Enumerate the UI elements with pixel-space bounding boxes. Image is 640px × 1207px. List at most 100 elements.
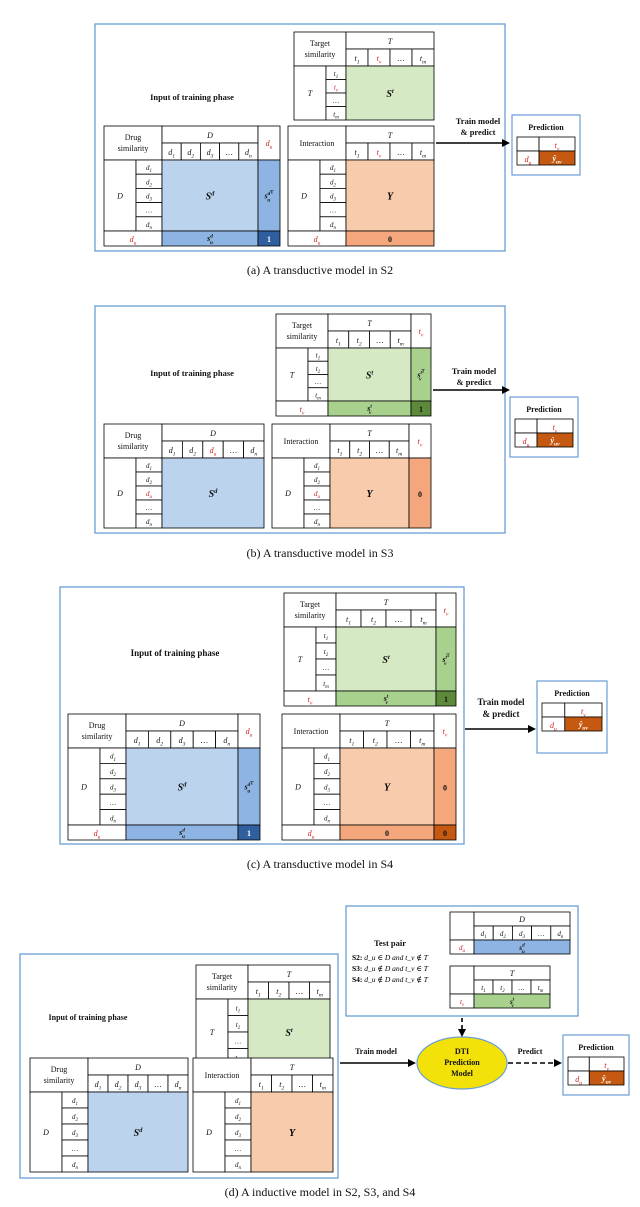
- test-t-col-3: tm: [538, 984, 544, 994]
- interaction-row-3: …: [314, 504, 320, 512]
- drug-col-0: d1: [169, 446, 176, 457]
- test-to-model-arrow-head: [458, 1029, 466, 1037]
- vector-main: s: [416, 371, 420, 380]
- symbol-main: t: [236, 1021, 239, 1029]
- vector-sub: u: [182, 834, 185, 840]
- symbol-sub: n: [179, 1085, 182, 1091]
- symbol-main: d: [110, 814, 114, 822]
- drug-similarity-header: [67, 713, 127, 749]
- test-du-corner: [449, 911, 475, 941]
- prediction-yuv-cell: [538, 150, 576, 166]
- test-d-col-2: d3: [519, 930, 526, 940]
- target-col-2: …: [376, 336, 383, 345]
- drug-row-4: dn: [110, 814, 117, 824]
- drug-matrix-Sd: Sd: [209, 488, 219, 500]
- symbol-sub: 1: [239, 1102, 241, 1107]
- symbol-main: …: [518, 984, 524, 992]
- symbol-sub: v: [336, 88, 339, 93]
- matrix-sup: t: [371, 370, 373, 377]
- vector-sup: d: [522, 944, 525, 949]
- drug-similarity-title-2: similarity: [82, 732, 113, 741]
- symbol-sub: 1: [484, 935, 486, 940]
- panel-c-frame: [59, 586, 465, 845]
- test-condition-rule: d_u ∉ D and t_v ∉ T: [362, 975, 428, 984]
- symbol-sub: 1: [150, 467, 152, 472]
- symbol-sub: u: [214, 451, 217, 457]
- panel-b-arrow-head: [502, 386, 510, 394]
- prediction-tv: tv: [604, 1061, 609, 1072]
- target-T-row-label: T: [298, 655, 303, 664]
- symbol-sub: m: [317, 396, 321, 401]
- target-matrix-St: St: [366, 370, 374, 382]
- symbol-main: t: [420, 54, 423, 63]
- prediction-title: Prediction: [528, 123, 564, 132]
- target-similarity-header: [283, 592, 337, 628]
- target-col-0: t1: [346, 615, 351, 626]
- symbol-main: t: [300, 405, 303, 414]
- interaction-tv-column: [408, 457, 432, 529]
- symbol-main: d: [115, 1080, 120, 1089]
- drug-matrix-Sd: Sd: [206, 191, 216, 203]
- interaction-row-3: …: [330, 207, 336, 215]
- caption-d: (d) A inductive model in S2, S3, and S4: [225, 1185, 416, 1199]
- vector-sup: t: [420, 370, 422, 376]
- target-matrix-St: St: [285, 1027, 293, 1039]
- drug-col-3: …: [230, 446, 237, 455]
- prediction-title: Prediction: [578, 1043, 614, 1052]
- symbol-sub: 3: [182, 741, 186, 747]
- drug-similarity-title: Drug: [125, 133, 141, 142]
- interaction-du-row: [345, 230, 435, 247]
- symbol-main: t: [337, 446, 340, 455]
- symbol-sub: m: [319, 992, 323, 998]
- symbol-sub: 1: [258, 992, 261, 998]
- interaction-T-label: T: [290, 1063, 295, 1072]
- symbol-main: d: [168, 148, 173, 157]
- interaction-col-3: tm: [420, 148, 426, 159]
- prediction-frame: [562, 1034, 630, 1096]
- target-row-2: …: [235, 1037, 241, 1045]
- symbol-sub: 2: [238, 1026, 241, 1031]
- drug-D-label: D: [134, 1063, 141, 1072]
- symbol-main: …: [299, 1080, 306, 1089]
- target-T-row-label: T: [210, 1028, 215, 1037]
- panel-d-predict-arrow-head: [554, 1059, 562, 1067]
- drug-corner-one: [237, 824, 261, 841]
- symbol-sub: u: [529, 160, 532, 166]
- symbol-main: t: [324, 632, 327, 640]
- interaction-matrix: [250, 1091, 334, 1173]
- drug-D-label: D: [206, 131, 213, 140]
- dti-title-2: Prediction: [444, 1058, 480, 1067]
- vector-sup: d: [182, 827, 185, 833]
- caption-a: (a) A transductive model in S2: [247, 263, 393, 277]
- symbol-main: d: [187, 148, 192, 157]
- interaction-row-0: d1: [324, 753, 330, 763]
- test-condition-rule: d_u ∈ D and t_v ∉ T: [362, 953, 428, 962]
- interaction-row-1: d2: [235, 1113, 242, 1123]
- interaction-col-1: t2: [357, 446, 362, 457]
- symbol-sub: n: [249, 153, 252, 159]
- symbol-main: d: [146, 518, 150, 526]
- symbol-sub: 3: [328, 789, 331, 794]
- panel-d-predict-label: Predict: [518, 1047, 543, 1056]
- target-similarity-title: Target: [300, 600, 321, 609]
- interaction-row-2: d3: [235, 1129, 242, 1139]
- symbol-sub: v: [302, 410, 305, 416]
- target-corner-one-text: 1: [444, 695, 448, 704]
- symbol-main: d: [207, 148, 212, 157]
- symbol-sub: 2: [375, 741, 378, 747]
- symbol-sub: 1: [318, 357, 320, 362]
- target-row-label: [283, 626, 317, 692]
- symbol-main: …: [235, 1145, 241, 1153]
- vector-sub: v: [385, 700, 388, 706]
- symbol-sub: 1: [328, 758, 330, 763]
- interaction-col-2: …: [397, 148, 404, 157]
- symbol-main: t: [259, 1080, 262, 1089]
- symbol-sub: 1: [261, 1085, 264, 1091]
- interaction-row-1: d2: [330, 178, 337, 188]
- interaction-col-3: tm: [396, 446, 402, 457]
- test-D-label: D: [518, 915, 525, 924]
- symbol-main: d: [575, 1075, 580, 1084]
- symbol-main: t: [323, 680, 326, 688]
- drug-bottom-du: du: [130, 235, 137, 246]
